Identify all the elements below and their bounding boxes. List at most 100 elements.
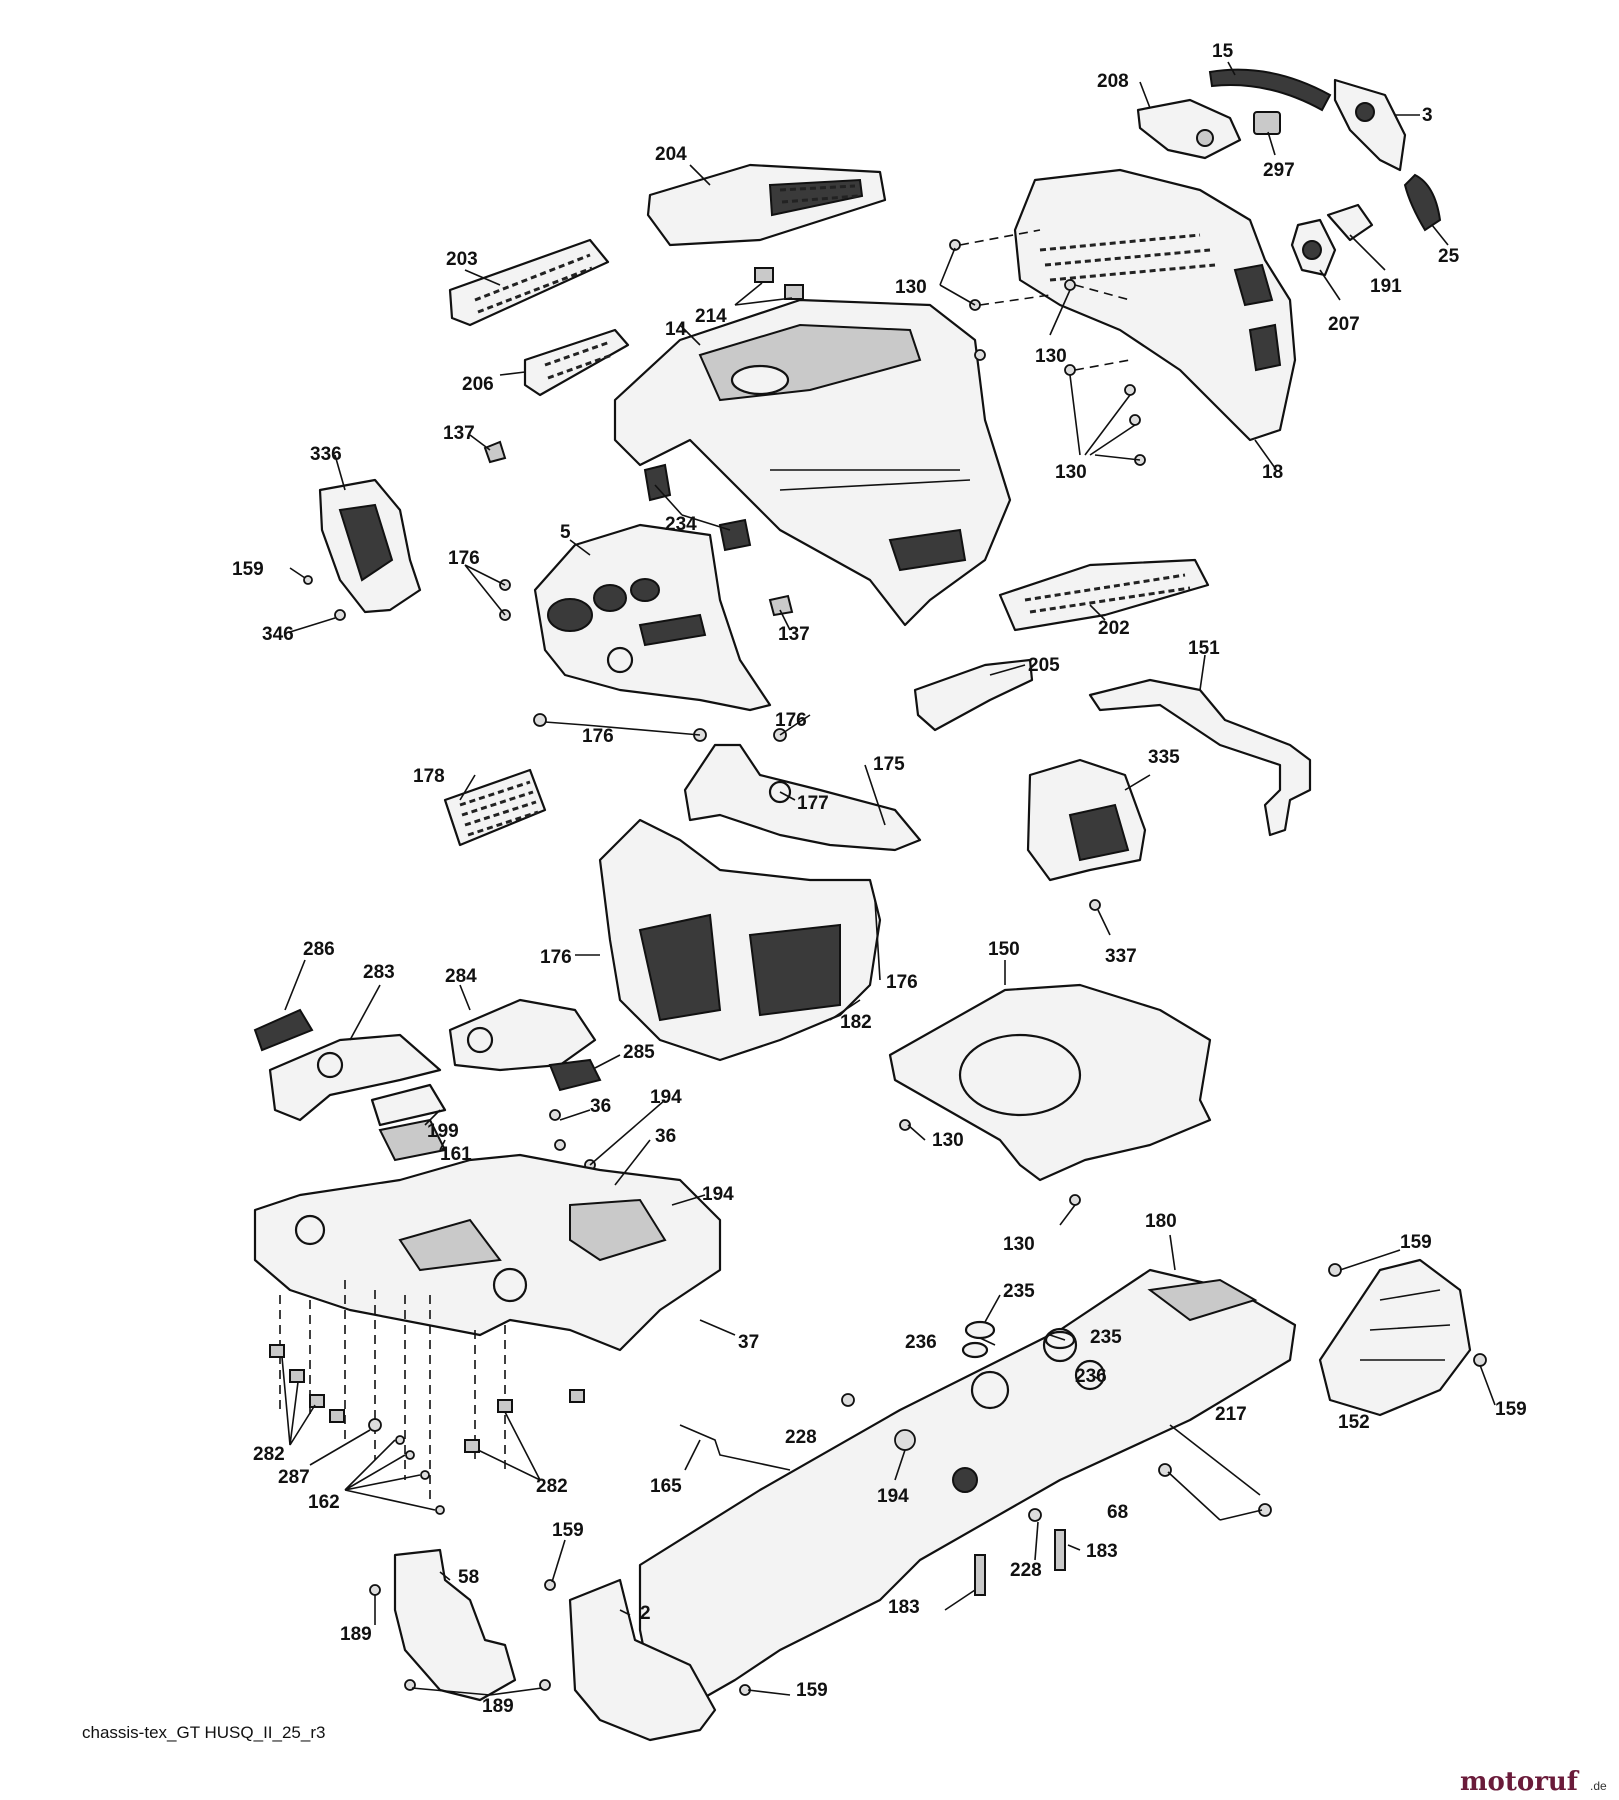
- label-180: 180: [1145, 1211, 1177, 1232]
- part-3-side-panel: [1333, 78, 1407, 172]
- label-194-a: 194: [650, 1087, 682, 1108]
- label-152: 152: [1338, 1412, 1370, 1433]
- label-37: 37: [738, 1332, 759, 1353]
- label-207: 207: [1328, 314, 1360, 335]
- part-151-bracket: [1088, 678, 1312, 837]
- label-335: 335: [1148, 747, 1180, 768]
- part-208-lens-bracket: [1136, 98, 1242, 160]
- label-18: 18: [1262, 462, 1283, 483]
- label-337: 337: [1105, 946, 1137, 967]
- label-204: 204: [655, 144, 687, 165]
- part-175-bracket: [683, 743, 922, 852]
- label-228-a: 228: [785, 1427, 817, 1448]
- label-130-b: 130: [1035, 346, 1067, 367]
- label-162: 162: [308, 1492, 340, 1513]
- label-176-d: 176: [540, 947, 572, 968]
- label-282-b: 282: [536, 1476, 568, 1497]
- label-175: 175: [873, 754, 905, 775]
- label-228-b: 228: [1010, 1560, 1042, 1581]
- part-labels: 15 208 3 297 25 191 207 204 203 214 14 1…: [232, 41, 1527, 1717]
- label-336: 336: [310, 444, 342, 465]
- label-199: 199: [427, 1121, 459, 1142]
- part-336-side-cover: [318, 478, 422, 614]
- label-183-a: 183: [1086, 1541, 1118, 1562]
- part-37-body-panel: [253, 1153, 722, 1352]
- part-182-lower-console: [598, 818, 882, 1062]
- label-217: 217: [1215, 1404, 1247, 1425]
- label-283: 283: [363, 962, 395, 983]
- label-282-a: 282: [253, 1444, 285, 1465]
- screws-130-grille: [949, 229, 1146, 466]
- label-214: 214: [695, 306, 727, 327]
- label-159-d: 159: [552, 1520, 584, 1541]
- label-36-a: 36: [590, 1096, 611, 1117]
- part-335-side-cover: [1026, 758, 1147, 882]
- part-58-bracket: [393, 1548, 517, 1702]
- label-130-a: 130: [895, 277, 927, 298]
- label-189-b: 189: [482, 1696, 514, 1717]
- label-3: 3: [1422, 105, 1433, 126]
- part-217-rod: [1169, 1424, 1261, 1496]
- label-234: 234: [665, 514, 697, 535]
- label-137-b: 137: [778, 624, 810, 645]
- label-159-e: 159: [796, 1680, 828, 1701]
- part-152-footrest: [1318, 1258, 1472, 1417]
- label-287: 287: [278, 1467, 310, 1488]
- part-15-trim-strip: [1208, 68, 1332, 112]
- label-151: 151: [1188, 638, 1220, 659]
- part-25-lens: [1403, 173, 1442, 232]
- label-285: 285: [623, 1042, 655, 1063]
- label-183-b: 183: [888, 1597, 920, 1618]
- label-236-a: 236: [905, 1332, 937, 1353]
- label-208: 208: [1097, 71, 1129, 92]
- label-284: 284: [445, 966, 477, 987]
- logo-main-text: motoruf: [1460, 1767, 1580, 1797]
- leader-lines: [281, 61, 1496, 1696]
- label-176-e: 176: [886, 972, 918, 993]
- part-234-pads: [643, 463, 752, 552]
- part-2-bracket: [568, 1578, 717, 1742]
- part-346-nut: [334, 609, 346, 621]
- label-182: 182: [840, 1012, 872, 1033]
- label-205: 205: [1028, 655, 1060, 676]
- part-191-bracket: [1326, 203, 1374, 242]
- label-5: 5: [560, 522, 571, 543]
- part-297-clip: [1253, 111, 1281, 135]
- label-58: 58: [458, 1567, 479, 1588]
- label-178: 178: [413, 766, 445, 787]
- label-161: 161: [440, 1144, 472, 1165]
- label-36-b: 36: [655, 1126, 676, 1147]
- label-176-a: 176: [448, 548, 480, 569]
- label-159-a: 159: [232, 559, 264, 580]
- label-346: 346: [262, 624, 294, 645]
- label-130-d: 130: [932, 1130, 964, 1151]
- part-206-vent: [523, 328, 630, 397]
- part-202-grille: [998, 558, 1210, 632]
- part-283-fender-left: [268, 1033, 442, 1122]
- part-178-vent-plate: [443, 768, 547, 847]
- label-68: 68: [1107, 1502, 1128, 1523]
- screws-130-floor: [899, 1119, 1081, 1206]
- label-189-a: 189: [340, 1624, 372, 1645]
- logo-suffix-text: .de: [1590, 1779, 1607, 1793]
- diagram-caption: chassis-tex_GT HUSQ_II_25_r3: [82, 1723, 325, 1742]
- label-176-b: 176: [775, 710, 807, 731]
- part-284-fender-right: [448, 998, 597, 1072]
- screw-337: [1089, 899, 1101, 911]
- label-286: 286: [303, 939, 335, 960]
- label-203: 203: [446, 249, 478, 270]
- part-5-dashboard: [533, 523, 772, 712]
- part-150-floor-pan: [888, 983, 1212, 1182]
- part-203-side-vent: [448, 238, 610, 327]
- part-137-clip-lower: [768, 594, 794, 617]
- part-204-hood-panel: [646, 163, 887, 247]
- part-205-trim: [913, 658, 1034, 732]
- label-206: 206: [462, 374, 494, 395]
- label-25: 25: [1438, 246, 1460, 267]
- part-14-hood: [613, 298, 1012, 627]
- part-199-161-brackets: [370, 1083, 447, 1162]
- label-177: 177: [797, 793, 829, 814]
- label-2: 2: [640, 1603, 651, 1624]
- part-137-clip: [483, 440, 507, 464]
